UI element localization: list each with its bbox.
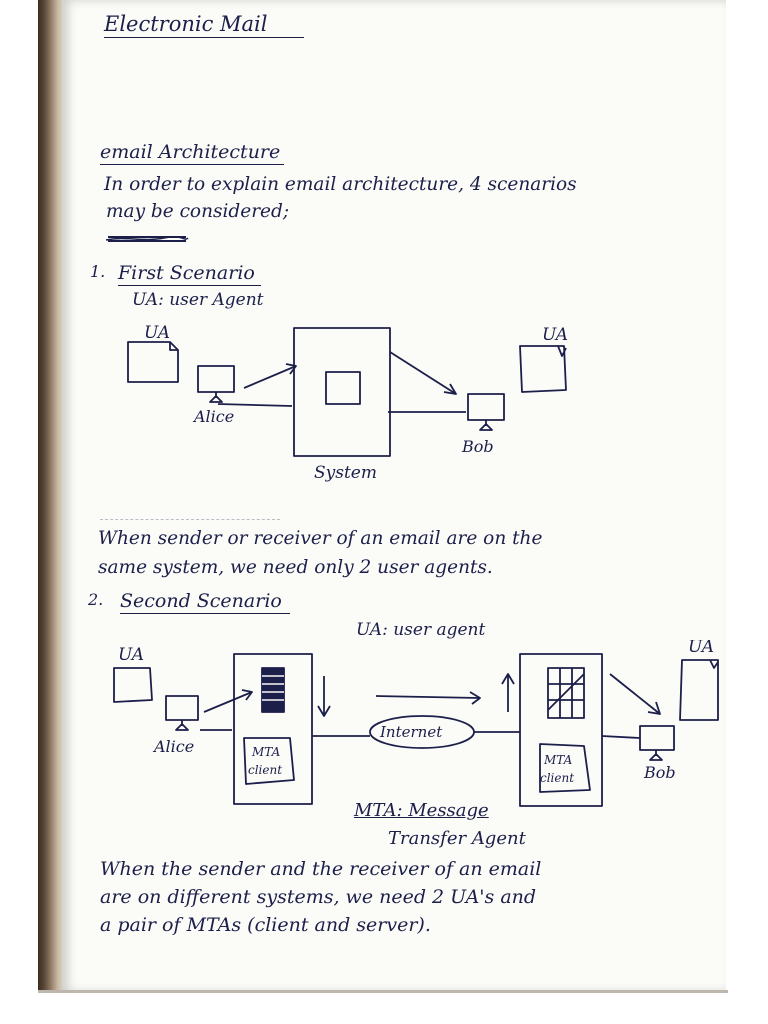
system-label: System bbox=[314, 463, 377, 483]
mta-client-left-box bbox=[243, 737, 295, 785]
mailbox-grid-icon bbox=[547, 667, 585, 719]
ua-document-right-icon bbox=[519, 345, 567, 393]
right-system-box bbox=[519, 653, 603, 807]
alice-monitor-icon bbox=[165, 695, 199, 731]
mta-client-right-box bbox=[539, 743, 591, 793]
ua-right-label: UA bbox=[688, 640, 714, 657]
internet-label: Internet bbox=[379, 723, 443, 741]
mta-client-left-line-2: client bbox=[248, 763, 282, 777]
page-edge bbox=[38, 990, 728, 993]
ua-left-label: UA bbox=[144, 323, 170, 343]
scenario2-number: 2. bbox=[88, 590, 104, 609]
bob-label: Bob bbox=[461, 437, 494, 456]
intro-line-2: may be considered; bbox=[106, 201, 290, 222]
bob-monitor-icon bbox=[467, 393, 505, 431]
scenario1-diagram: UA UA Alice Bob System bbox=[127, 323, 568, 483]
scenario1-caption-line-2: same system, we need only 2 user agents. bbox=[98, 557, 493, 578]
mta-client-right-line-1: MTA bbox=[543, 753, 573, 767]
mta-client-right-line-2: client bbox=[540, 771, 574, 785]
system-box bbox=[293, 327, 391, 457]
left-system-box bbox=[233, 653, 313, 805]
scenario2-caption-line-1: When the sender and the receiver of an e… bbox=[100, 858, 542, 880]
mailbox-icon bbox=[325, 371, 361, 405]
notebook-page bbox=[62, 0, 726, 992]
scenario2-caption-line-3: a pair of MTAs (client and server). bbox=[100, 914, 431, 936]
scenario2-caption-line-2: are on different systems, we need 2 UA's… bbox=[100, 886, 537, 908]
scenario2-heading: Second Scenario bbox=[120, 592, 290, 614]
bob-label: Bob bbox=[643, 763, 676, 782]
intro-line-1: In order to explain email architecture, … bbox=[104, 174, 577, 195]
mta-client-left-line-1: MTA bbox=[251, 745, 281, 759]
scenario2-diagram: UA UA Alice Bob Internet MTA client MTA … bbox=[113, 640, 719, 807]
section-heading: email Architecture bbox=[100, 143, 285, 165]
ua-document-left-icon bbox=[113, 667, 153, 703]
alice-label: Alice bbox=[192, 407, 234, 426]
scenario2-definition: UA: user agent bbox=[356, 620, 486, 640]
mta-definition-line-1: MTA: Message bbox=[354, 800, 489, 821]
scenario1-definition: UA: user Agent bbox=[132, 290, 264, 310]
scenario1-heading: First Scenario bbox=[118, 264, 261, 286]
alice-monitor-icon bbox=[197, 365, 235, 403]
page-title: Electronic Mail bbox=[104, 14, 304, 38]
ua-document-left-icon bbox=[127, 341, 179, 383]
crossed-out-scribble bbox=[105, 236, 189, 242]
bob-monitor-icon bbox=[639, 725, 675, 761]
ua-right-label: UA bbox=[542, 325, 568, 345]
faint-crossed-text bbox=[100, 505, 280, 520]
ua-document-right-icon bbox=[679, 659, 719, 721]
ua-left-label: UA bbox=[118, 645, 144, 665]
scenario1-number: 1. bbox=[90, 262, 106, 281]
mta-definition-line-2: Transfer Agent bbox=[388, 828, 526, 849]
scenario1-caption-line-1: When sender or receiver of an email are … bbox=[98, 528, 543, 549]
queue-icon bbox=[261, 667, 285, 713]
alice-label: Alice bbox=[152, 737, 194, 756]
